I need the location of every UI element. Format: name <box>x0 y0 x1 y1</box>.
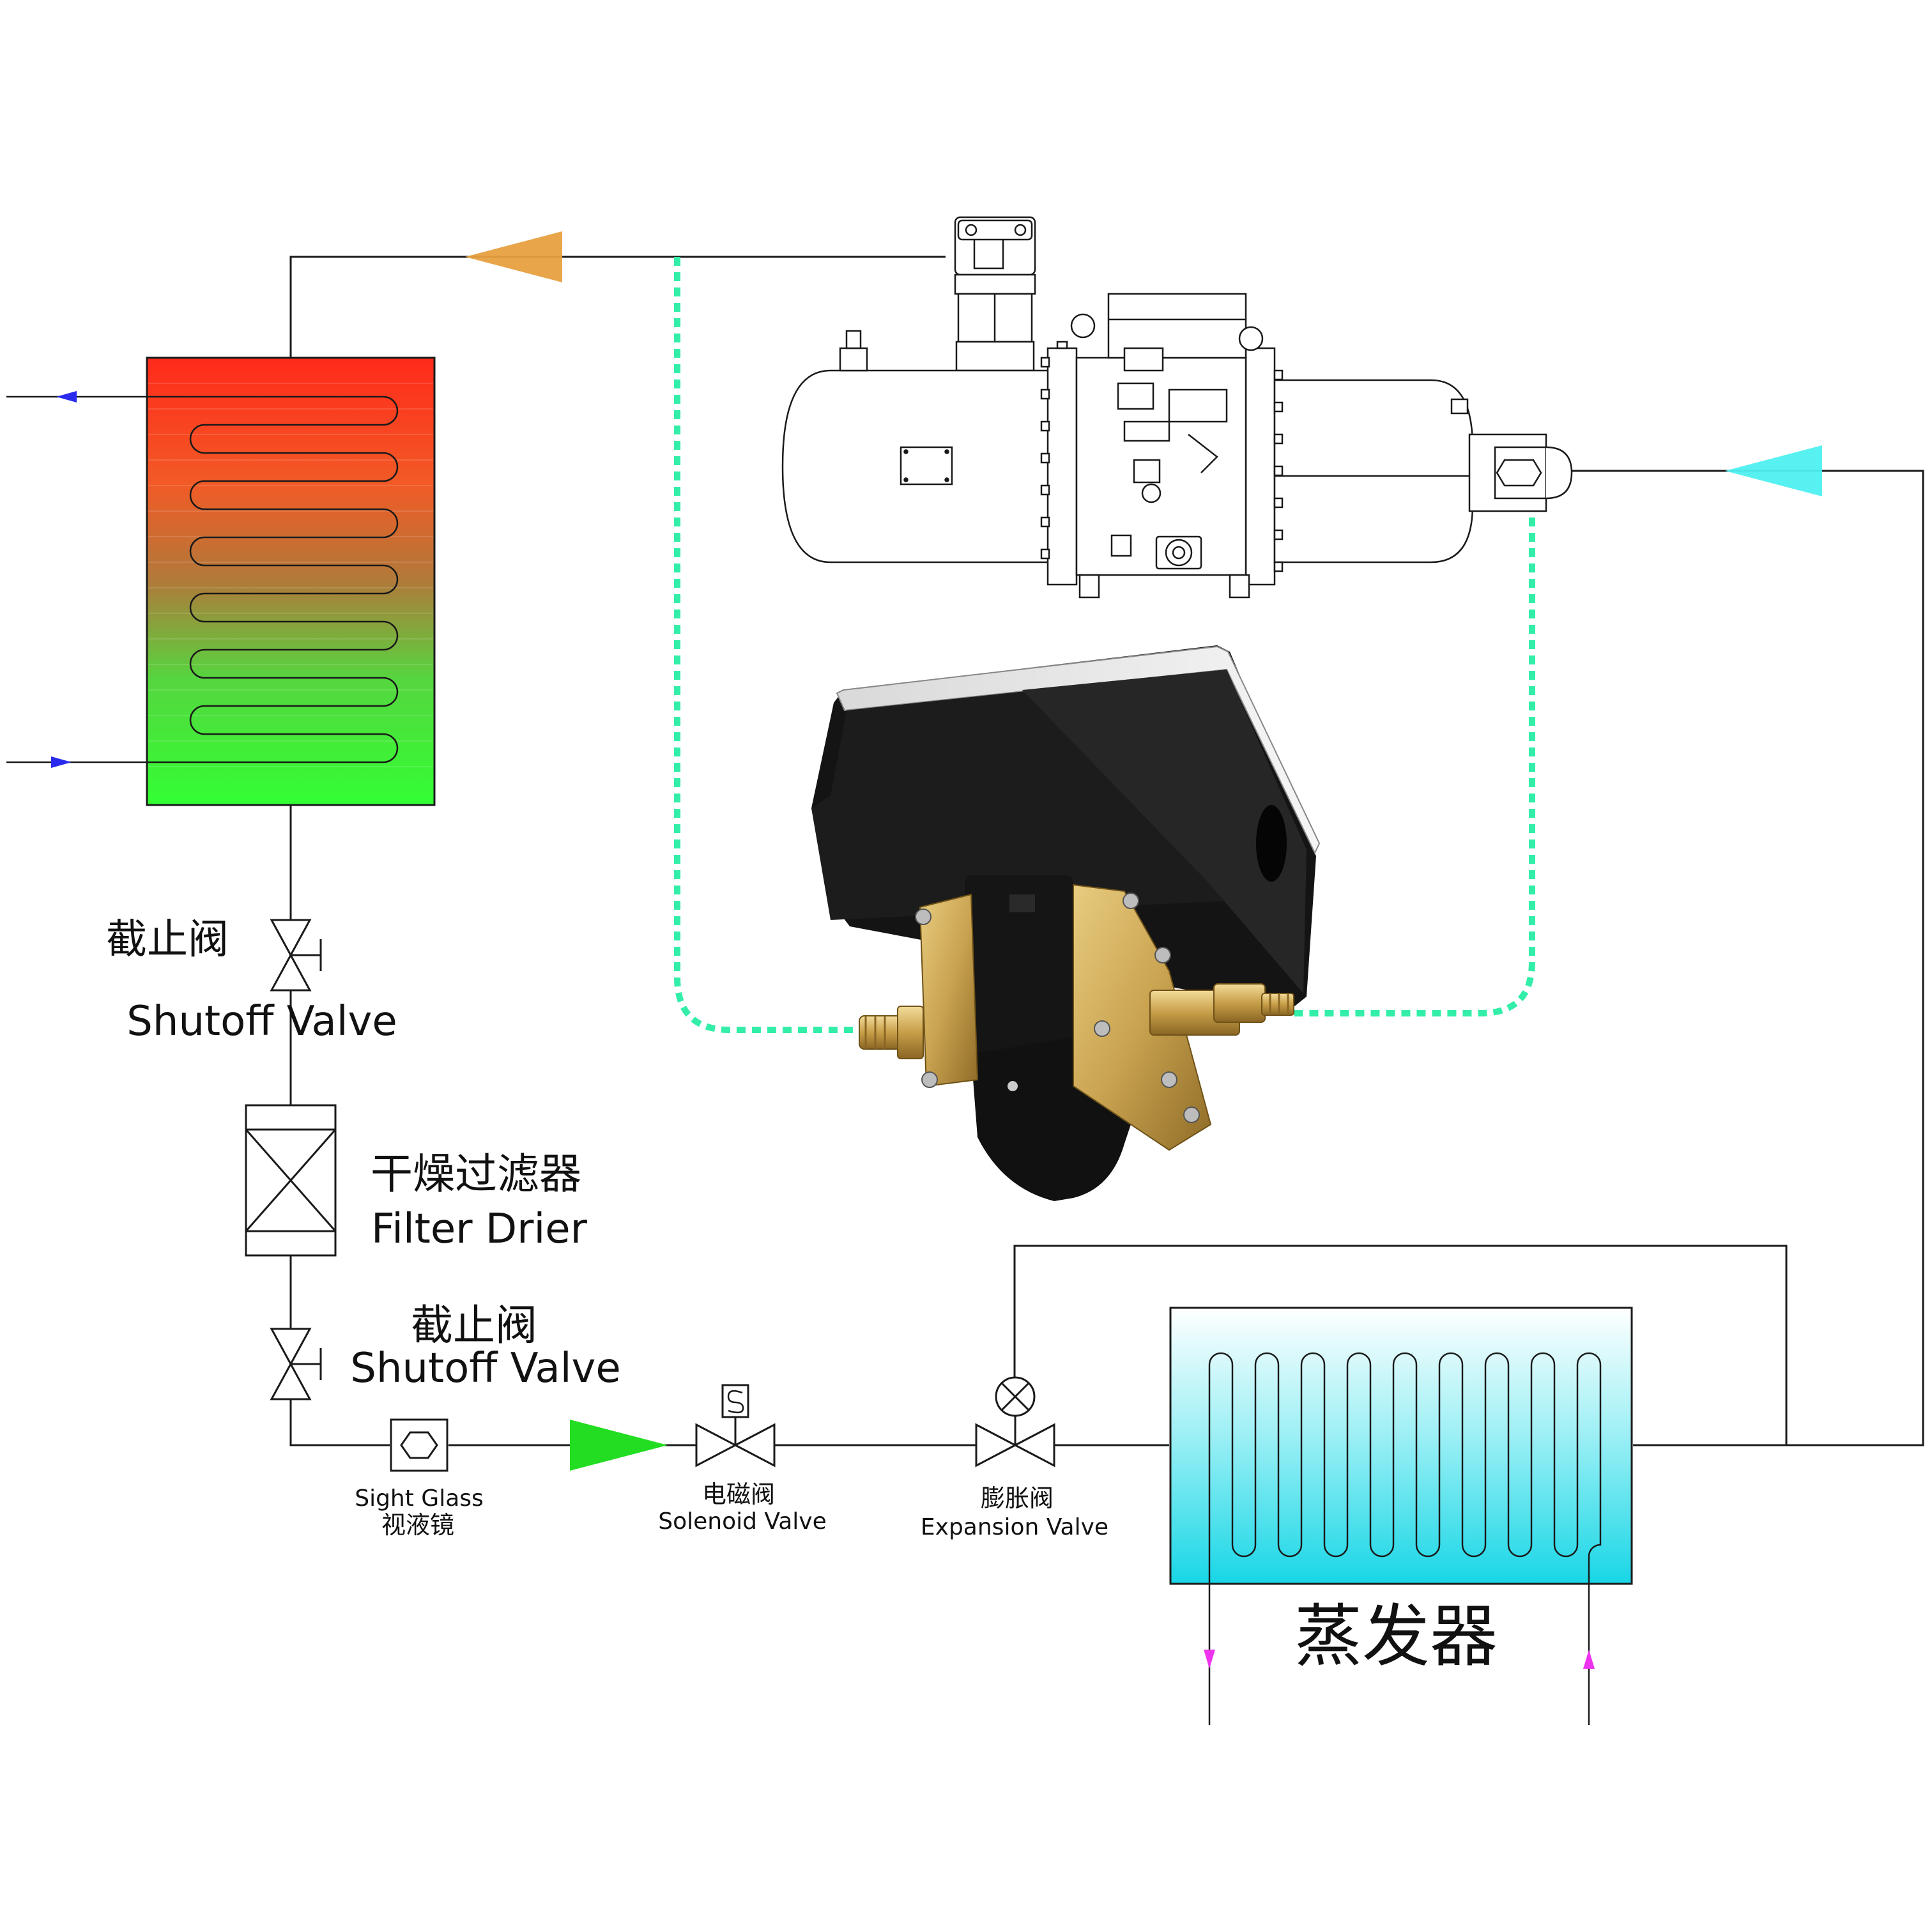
shutoff-valve-1 <box>270 919 322 992</box>
discharge-flow-arrow-icon <box>465 231 562 282</box>
motor-housing <box>1273 379 1474 564</box>
evaporator-body <box>1169 1307 1633 1585</box>
differential-pressure-switch <box>811 645 1321 1201</box>
condenser-coil <box>6 395 399 763</box>
low-pressure-connector-icon <box>859 1006 924 1059</box>
solenoid-valve <box>695 1384 776 1468</box>
liquid-flow-arrow-icon <box>570 1420 668 1471</box>
filter-drier-en-label: Filter Drier <box>371 1206 588 1253</box>
chilled-water-in-arrow-icon <box>1583 1650 1595 1669</box>
expansion-valve <box>975 1376 1055 1468</box>
condenser <box>6 356 436 806</box>
high-pressure-connector-icon <box>1149 983 1294 1036</box>
expansion-valve-en-label: Expansion Valve <box>921 1514 1108 1540</box>
sight-glass <box>390 1418 448 1472</box>
switch-lid <box>836 645 1321 855</box>
solenoid-valve-en-label: Solenoid Valve <box>658 1508 827 1535</box>
shutoff-valve-1-cn-label: 截止阀 <box>106 916 229 963</box>
sight-glass-cn-label: 视液镜 <box>381 1511 454 1539</box>
filter-drier <box>245 1104 337 1257</box>
shutoff-valve-2 <box>270 1328 322 1400</box>
nameplate <box>900 446 953 486</box>
water-in-arrow-icon <box>51 756 72 768</box>
screw-compressor <box>781 216 1573 599</box>
shutoff-valve-2-cn-label: 截止阀 <box>411 1301 537 1350</box>
water-out-arrow-icon <box>56 391 77 402</box>
chilled-water-out-arrow-icon <box>1204 1650 1215 1669</box>
shutoff-valve-2-en-label: Shutoff Valve <box>350 1345 621 1392</box>
solenoid-valve-cn-label: 电磁阀 <box>702 1480 775 1508</box>
evaporator-cn-label: 蒸发器 <box>1294 1597 1498 1676</box>
evaporator-coil <box>1208 1352 1602 1725</box>
pressure-capillary-lines <box>674 257 1535 1033</box>
expansion-valve-cn-label: 膨胀阀 <box>981 1484 1054 1512</box>
sight-glass-en-label: Sight Glass <box>355 1485 484 1512</box>
evaporator <box>1169 1307 1633 1725</box>
shutoff-valve-1-en-label: Shutoff Valve <box>126 998 397 1045</box>
suction-flow-arrow-icon <box>1725 445 1822 496</box>
filter-drier-cn-label: 干燥过滤器 <box>371 1149 581 1199</box>
